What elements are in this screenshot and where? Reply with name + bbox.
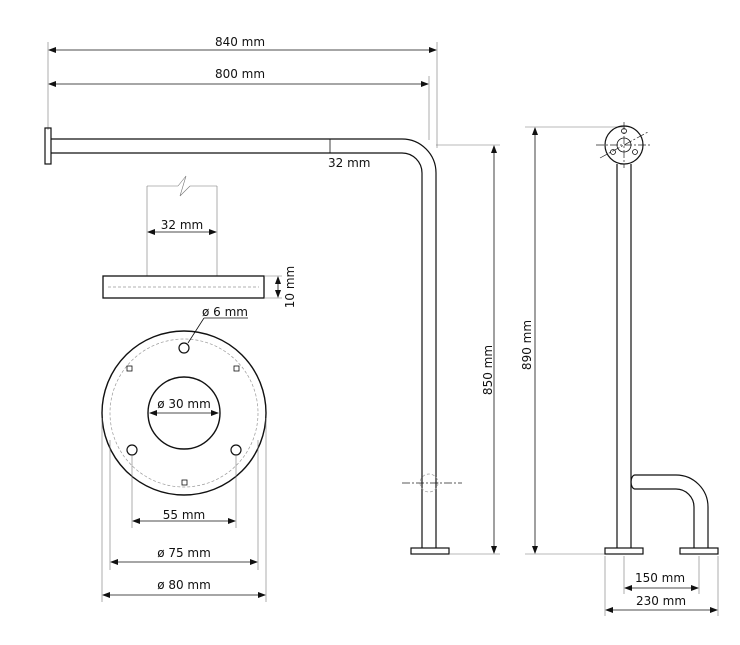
label-150: 150 mm (635, 571, 685, 585)
dimension-32-tube: 32 mm (326, 138, 370, 170)
label-32-section: 32 mm (161, 218, 203, 232)
dimension-150: 150 mm (623, 556, 700, 594)
dimension-890: 890 mm (520, 126, 625, 555)
dimension-6: ø 6 mm (187, 305, 248, 344)
flange-plan-view: ø 30 mm (101, 330, 267, 496)
dimension-55: 55 mm (131, 456, 237, 528)
tube-section-detail: 32 mm (146, 175, 218, 276)
label-840: 840 mm (215, 35, 265, 49)
dimension-80: ø 80 mm (101, 418, 267, 602)
label-10: 10 mm (283, 266, 297, 308)
label-75: ø 75 mm (157, 546, 211, 560)
front-view-rail (44, 127, 462, 555)
label-80: ø 80 mm (157, 578, 211, 592)
dimension-800: 800 mm (48, 67, 430, 140)
label-800: 800 mm (215, 67, 265, 81)
label-6: ø 6 mm (202, 305, 248, 319)
flange-profile: 10 mm (102, 266, 297, 308)
dimension-840: 840 mm (47, 35, 438, 148)
dimension-75: ø 75 mm (109, 440, 259, 570)
label-30: ø 30 mm (157, 397, 211, 411)
label-55: 55 mm (163, 508, 205, 522)
side-view-rail (596, 122, 719, 555)
dimension-230: 230 mm (604, 556, 719, 616)
label-32-tube: 32 mm (328, 156, 370, 170)
dimension-850: 850 mm (436, 144, 500, 555)
label-230: 230 mm (636, 594, 686, 608)
label-850: 850 mm (481, 345, 495, 395)
label-890: 890 mm (520, 320, 534, 370)
